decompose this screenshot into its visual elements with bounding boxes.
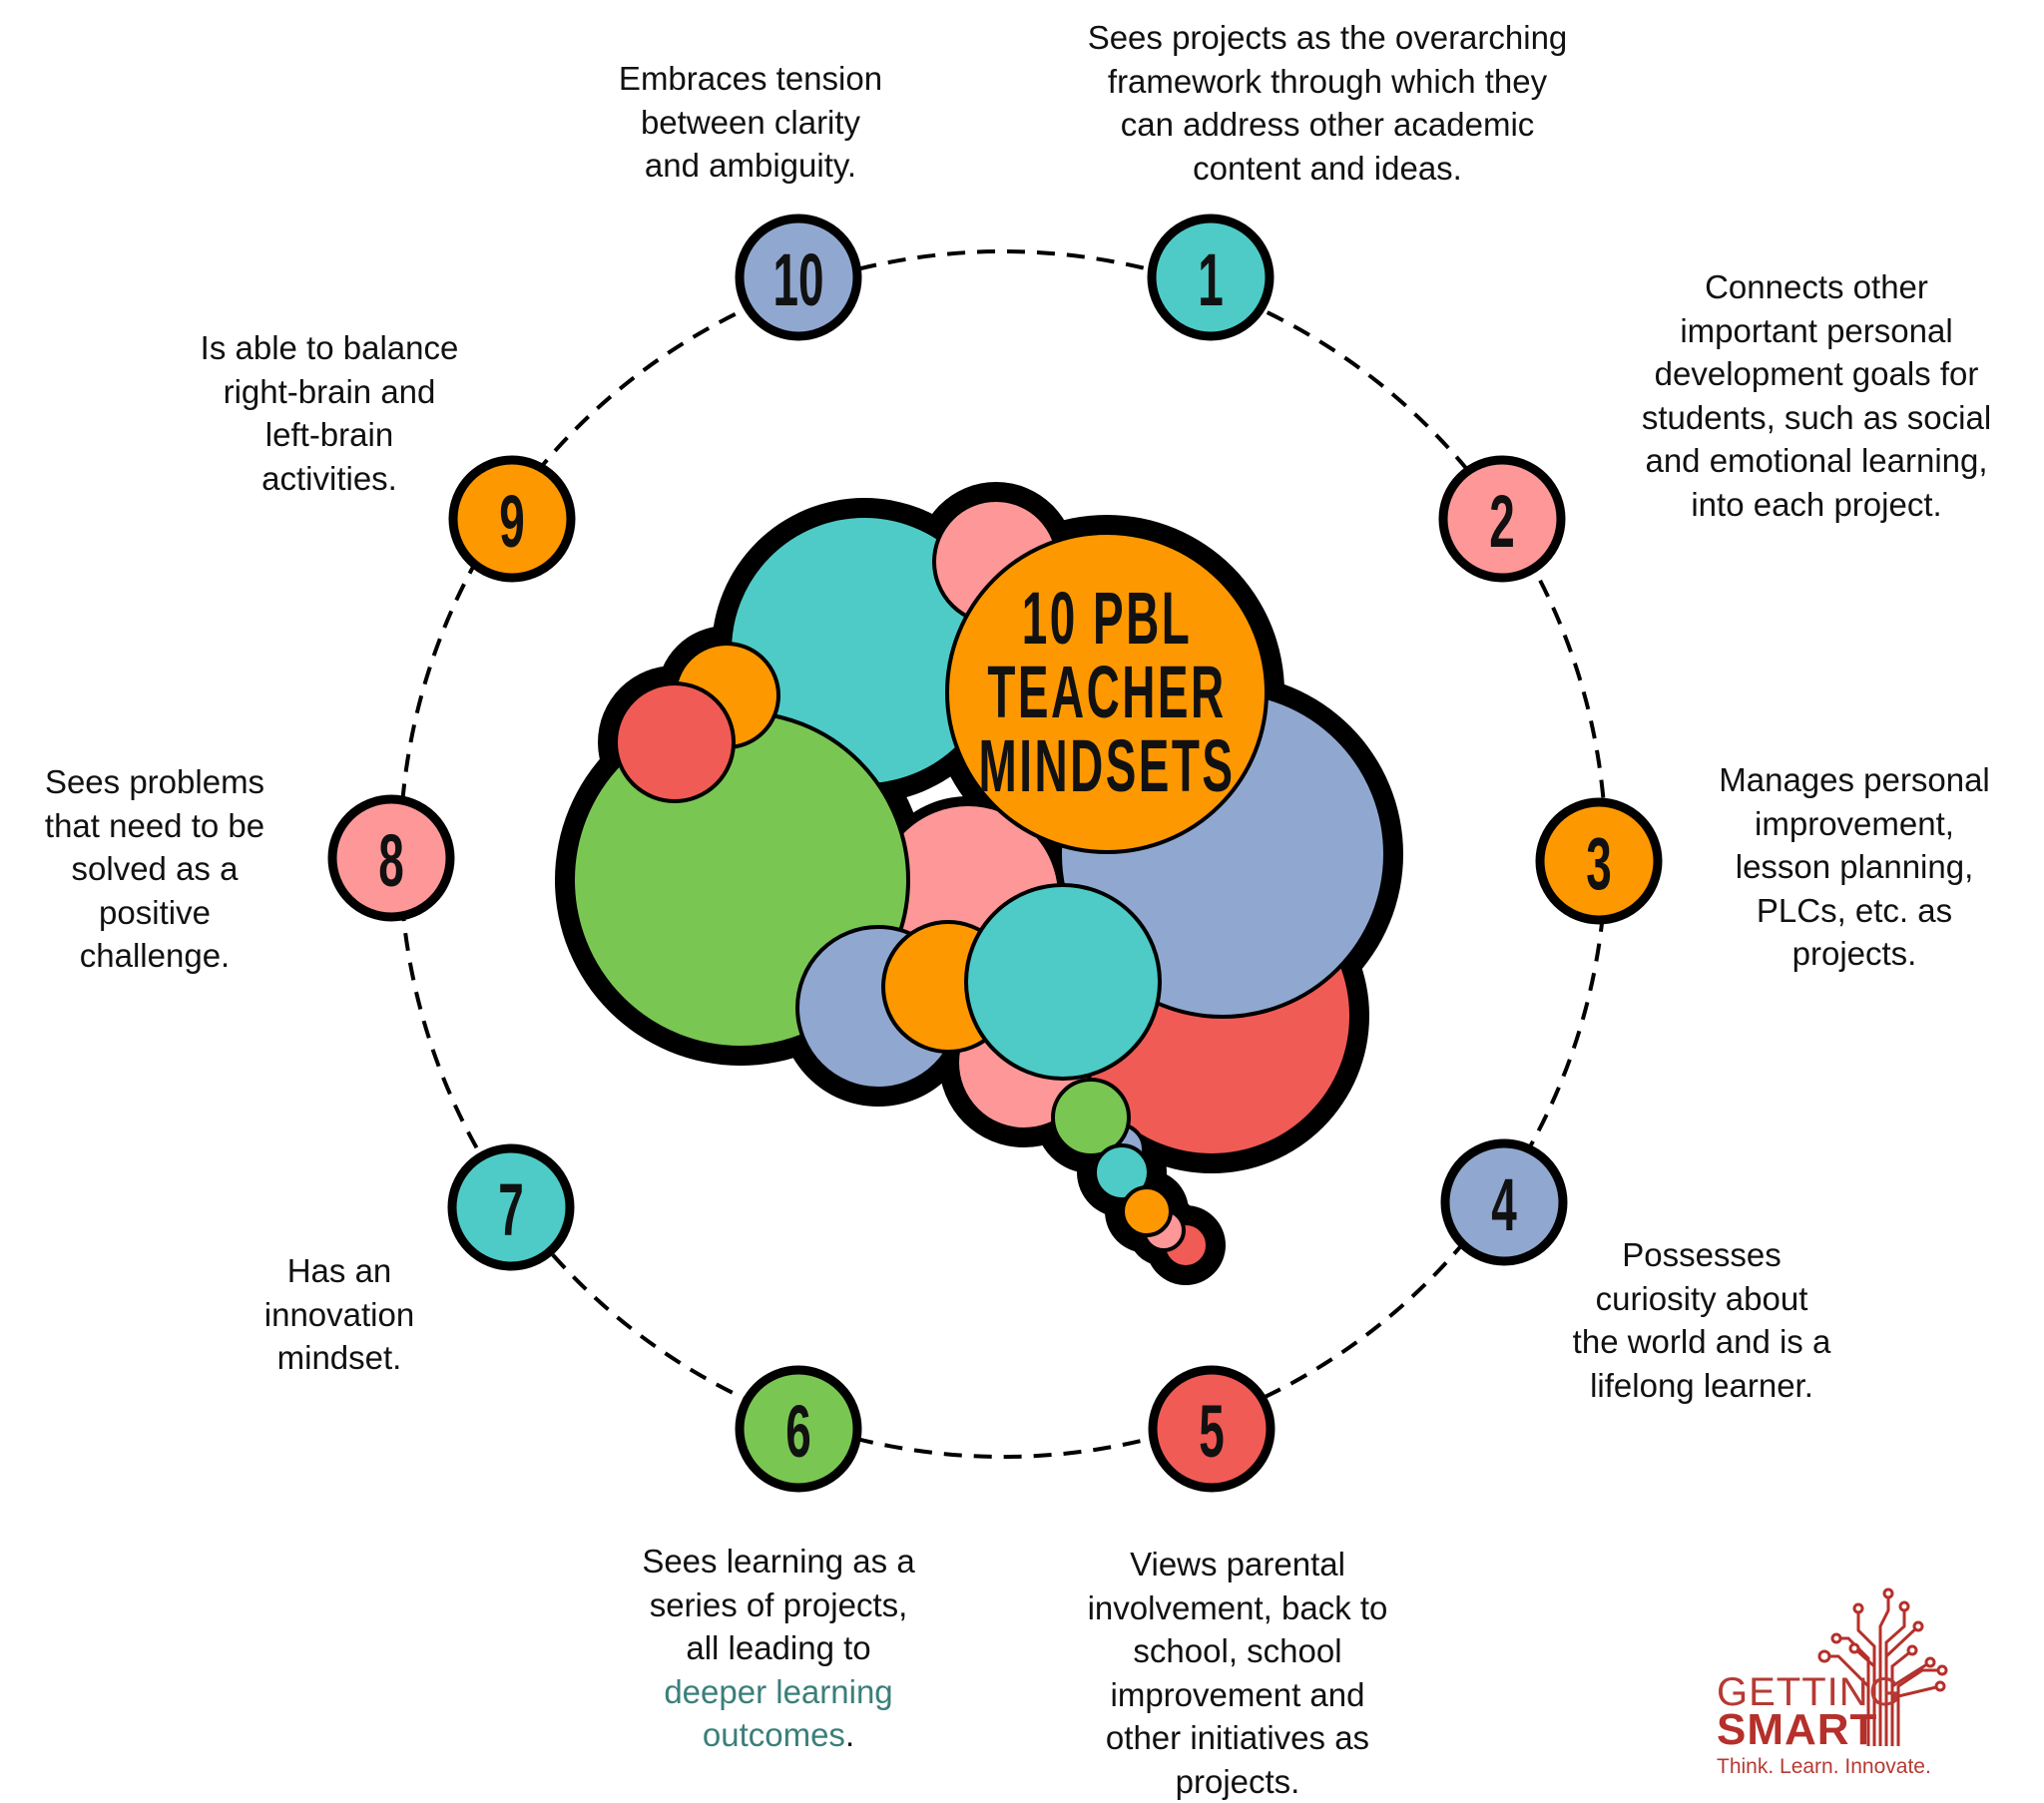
bubble-orange-title bbox=[945, 531, 1269, 854]
bubble-teal-lower bbox=[964, 883, 1162, 1081]
mindset-number-5: 5 bbox=[1199, 1390, 1225, 1473]
logo-tagline: Think. Learn. Innovate. bbox=[1717, 1755, 1931, 1778]
numbered-circles bbox=[327, 214, 1663, 1493]
mindset-circle-1 bbox=[1147, 214, 1275, 341]
bubble-orange-tiny bbox=[1121, 1185, 1173, 1237]
mindset-circle-9 bbox=[448, 455, 576, 583]
mindset-circle-6 bbox=[735, 1365, 862, 1493]
getting-smart-logo: GETTING SMART Think. Learn. Innovate. bbox=[1709, 1586, 1968, 1786]
mindset-number-2: 2 bbox=[1489, 480, 1515, 563]
mindset-circle-10 bbox=[735, 214, 862, 341]
title-line-1: 10 PBL bbox=[1021, 577, 1193, 660]
title-line-3: MINDSETS bbox=[978, 724, 1236, 807]
logo-getting-text: GETTING bbox=[1717, 1670, 1901, 1714]
bubble-red-small bbox=[614, 681, 736, 803]
mindset-circle-4 bbox=[1440, 1138, 1568, 1266]
mindset-description-7: Has an innovation mindset. bbox=[263, 1252, 415, 1376]
trailing-period: . bbox=[844, 1716, 855, 1753]
mindset-description-6: Sees learning as a series of projects, a… bbox=[642, 1543, 915, 1753]
deeper-learning-link[interactable]: deeper learning bbox=[664, 1672, 893, 1710]
logo-smart-text: SMART bbox=[1717, 1705, 1878, 1754]
bubble-green-small bbox=[1051, 1078, 1131, 1157]
mindset-circle-2 bbox=[1438, 455, 1566, 583]
mindset-description-10: Embraces tension between clarity and amb… bbox=[618, 60, 883, 184]
mindset-description-5: Views parental involvement, back to scho… bbox=[1087, 1546, 1388, 1800]
brain-bubbles bbox=[571, 498, 1387, 1269]
mindset-description-3: Manages personal improvement, lesson pla… bbox=[1719, 761, 1990, 972]
mindset-circle-8 bbox=[327, 794, 455, 922]
mindset-number-1: 1 bbox=[1198, 238, 1224, 321]
circuit-tree-icon bbox=[1817, 1587, 1948, 1746]
mindset-circle-7 bbox=[447, 1143, 575, 1271]
mindset-number-6: 6 bbox=[785, 1390, 811, 1473]
mindset-description-4: Possesses curiosity about the world and … bbox=[1572, 1236, 1831, 1404]
mindset-number-7: 7 bbox=[498, 1168, 524, 1251]
mindset-number-10: 10 bbox=[772, 238, 824, 321]
bubble-teal-tiny bbox=[1093, 1143, 1151, 1201]
title-line-2: TEACHER bbox=[987, 651, 1227, 733]
mindset-circle-5 bbox=[1148, 1365, 1276, 1493]
mindset-number-8: 8 bbox=[378, 819, 404, 902]
mindset-number-3: 3 bbox=[1586, 822, 1612, 905]
mindset-circle-3 bbox=[1535, 797, 1663, 925]
mindset-description-9: Is able to balance right-brain and left-… bbox=[200, 329, 459, 497]
mindset-description-1: Sees projects as the overarching framewo… bbox=[1087, 19, 1568, 187]
page-title: 10 PBL TEACHER MINDSETS bbox=[979, 582, 1236, 803]
mindset-description-8: Sees problems that need to be solved as … bbox=[44, 763, 265, 974]
deeper-learning-link-continued[interactable]: outcomes bbox=[702, 1716, 845, 1753]
mindset-number-9: 9 bbox=[499, 480, 525, 563]
mindset-description-2: Connects other important personal develo… bbox=[1641, 268, 1992, 523]
mindset-number-4: 4 bbox=[1491, 1163, 1517, 1246]
